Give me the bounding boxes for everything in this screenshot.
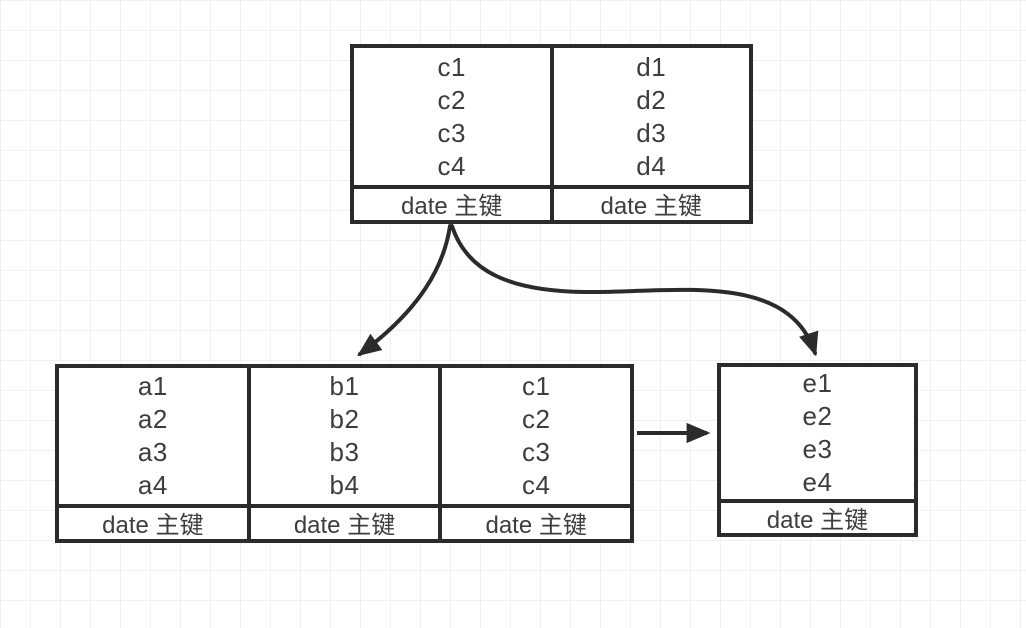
cell-items-a: a1 a2 a3 a4	[59, 368, 247, 504]
cell-item: c3	[437, 117, 466, 148]
cell-item: d1	[636, 51, 667, 82]
cell-item: a2	[137, 404, 168, 434]
cell-item: c2	[437, 84, 466, 115]
table-cell-top-d: d1 d2 d3 d4 date 主键	[549, 44, 753, 224]
cell-items-bl-c: c1 c2 c3 c4	[442, 368, 630, 504]
cell-item: c4	[437, 150, 466, 181]
cell-footer-top-c: date 主键	[354, 185, 550, 220]
cell-item: c1	[521, 371, 551, 401]
cell-items-top-d: d1 d2 d3 d4	[554, 48, 750, 185]
cell-items-top-c: c1 c2 c3 c4	[354, 48, 550, 185]
cell-item: d4	[636, 150, 667, 181]
cell-item: b1	[329, 371, 360, 401]
table-cell-e: e1 e2 e3 e4 date 主键	[717, 363, 918, 537]
table-cell-bl-c: c1 c2 c3 c4 date 主键	[438, 364, 635, 543]
cell-item: e1	[802, 368, 833, 398]
cell-item: c1	[437, 51, 466, 82]
cell-items-e: e1 e2 e3 e4	[721, 367, 914, 499]
table-cell-b: b1 b2 b3 b4 date 主键	[246, 364, 443, 543]
table-cell-top-c: c1 c2 c3 c4 date 主键	[350, 44, 554, 224]
cell-item: b4	[329, 470, 360, 500]
cell-footer-e: date 主键	[721, 499, 914, 534]
e-table: e1 e2 e3 e4 date 主键	[717, 363, 918, 537]
top-table: c1 c2 c3 c4 date 主键 d1 d2 d3 d4 date 主键	[350, 44, 753, 224]
table-cell-a: a1 a2 a3 a4 date 主键	[55, 364, 251, 543]
cell-item: b2	[329, 404, 360, 434]
cell-item: e4	[802, 467, 833, 497]
cell-item: c2	[521, 404, 551, 434]
cell-item: a4	[137, 470, 168, 500]
cell-item: c3	[521, 437, 551, 467]
cell-footer-a: date 主键	[59, 504, 247, 539]
cell-item: e2	[802, 401, 833, 431]
arrow-top-to-bottom-left	[357, 224, 452, 357]
arrow-top-to-e-table	[450, 224, 819, 357]
cell-footer-bl-c: date 主键	[442, 504, 631, 539]
cell-item: a3	[137, 437, 168, 467]
cell-footer-top-d: date 主键	[553, 185, 749, 220]
cell-item: d3	[636, 117, 667, 148]
cell-item: d2	[636, 84, 667, 115]
cell-item: b3	[329, 437, 360, 467]
cell-item: a1	[137, 371, 168, 401]
bottom-left-table: a1 a2 a3 a4 date 主键 b1 b2 b3 b4 date 主键 …	[55, 364, 635, 543]
cell-items-b: b1 b2 b3 b4	[251, 368, 439, 504]
cell-item: e3	[802, 434, 833, 464]
cell-footer-b: date 主键	[250, 504, 439, 539]
cell-item: c4	[521, 470, 551, 500]
